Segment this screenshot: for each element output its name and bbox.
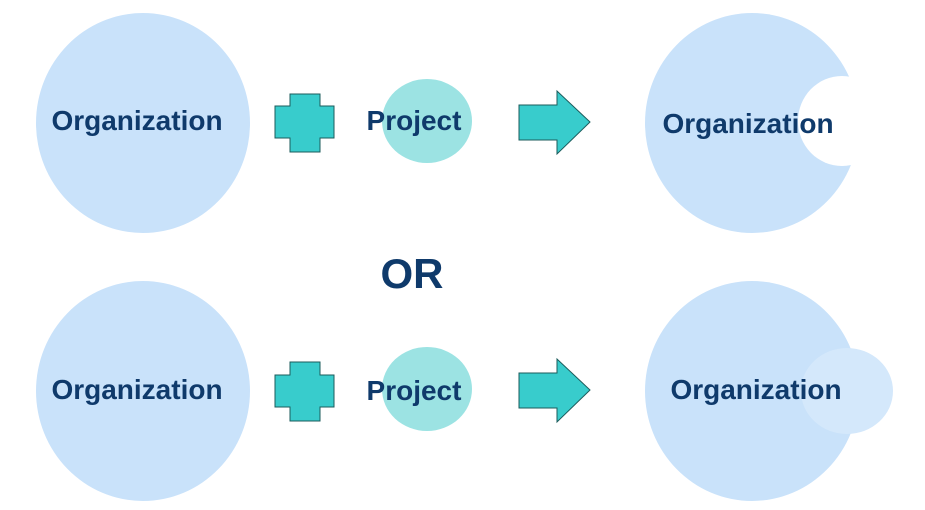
organization-circle	[36, 13, 250, 233]
organization-label: Organization	[51, 105, 222, 136]
row-1: Organization Project Organization	[36, 13, 886, 233]
row-2: Organization Project Organization	[36, 281, 893, 501]
or-separator: OR	[381, 250, 444, 297]
result-organization-circle	[645, 281, 859, 501]
removed-project-cutout	[798, 76, 886, 166]
arrow-right-icon	[518, 89, 591, 156]
arrow-right-icon	[518, 357, 591, 424]
result-organization-label: Organization	[662, 108, 833, 139]
project-label: Project	[367, 375, 462, 406]
attached-project-circle	[801, 348, 893, 434]
organization-label: Organization	[51, 374, 222, 405]
project-circle	[382, 347, 472, 431]
project-circle	[382, 79, 472, 163]
plus-icon	[274, 361, 335, 422]
organization-circle	[36, 281, 250, 501]
result-organization-circle	[645, 13, 859, 233]
plus-icon	[274, 93, 335, 153]
result-organization-label: Organization	[670, 374, 841, 405]
project-label: Project	[367, 105, 462, 136]
